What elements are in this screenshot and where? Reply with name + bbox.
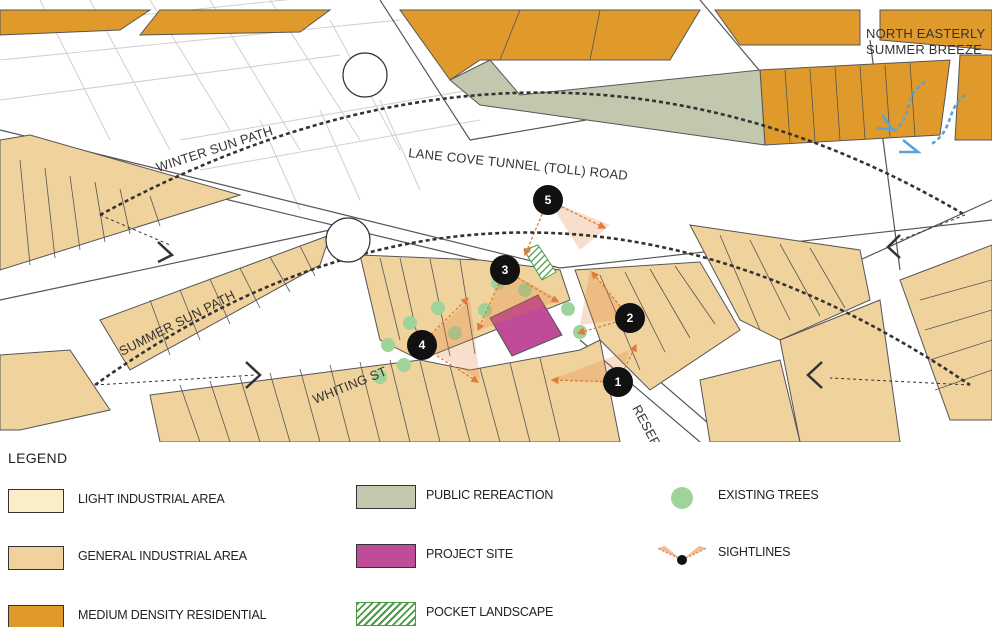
svg-text:2: 2 (627, 311, 634, 325)
medium-density-residential-zones (0, 9, 992, 146)
legend-title: LEGEND (8, 450, 68, 466)
svg-text:4: 4 (419, 338, 426, 352)
viewpoint-4: 4 (407, 330, 437, 360)
legend-label: SIGHTLINES (718, 545, 791, 559)
legend-label: GENERAL INDUSTRIAL AREA (78, 549, 247, 563)
light-industrial-swatch (8, 489, 64, 513)
direction-chevrons (157, 234, 901, 389)
general-industrial-zones (0, 134, 992, 442)
legend-label: EXISTING TREES (718, 488, 819, 502)
public-recreation-zone (449, 59, 766, 146)
summer-sun-icon (325, 217, 371, 263)
sun-paths (94, 91, 971, 387)
svg-text:3: 3 (502, 263, 509, 277)
pocket-landscape (523, 244, 557, 281)
legend-label: PROJECT SITE (426, 547, 513, 561)
legend: LEGEND LIGHT INDUSTRIAL AREA GENERAL IND… (0, 442, 992, 627)
legend-label: MEDIUM DENSITY RESIDENTIAL (78, 608, 267, 622)
svg-text:SUMMER BREEZE: SUMMER BREEZE (866, 42, 982, 57)
pocket-landscape-swatch (356, 602, 416, 626)
project-site (489, 294, 563, 357)
legend-label: POCKET LANDSCAPE (426, 605, 554, 619)
site-map: NORTH EASTERLY SUMMER BREEZE WINTER SUN … (0, 0, 992, 442)
legend-label: PUBLIC REREACTION (426, 488, 554, 502)
viewpoint-2: 2 (615, 303, 645, 333)
viewpoint-3: 3 (490, 255, 520, 285)
tree-icon (671, 487, 693, 509)
svg-text:1: 1 (615, 375, 622, 389)
svg-text:NORTH EASTERLY: NORTH EASTERLY (866, 26, 985, 41)
viewpoint-1: 1 (603, 367, 633, 397)
project-site-swatch (356, 544, 416, 568)
legend-label: LIGHT INDUSTRIAL AREA (78, 492, 225, 506)
breeze-label: NORTH EASTERLY SUMMER BREEZE (866, 26, 985, 57)
svg-text:5: 5 (545, 193, 552, 207)
medium-density-swatch (8, 605, 64, 627)
general-industrial-swatch (8, 546, 64, 570)
winter-sun-icon (342, 52, 388, 98)
sightline-icon (656, 546, 708, 565)
viewpoint-5: 5 (533, 185, 563, 215)
summer-breeze-arrows (876, 80, 966, 154)
public-recreation-swatch (356, 485, 416, 509)
